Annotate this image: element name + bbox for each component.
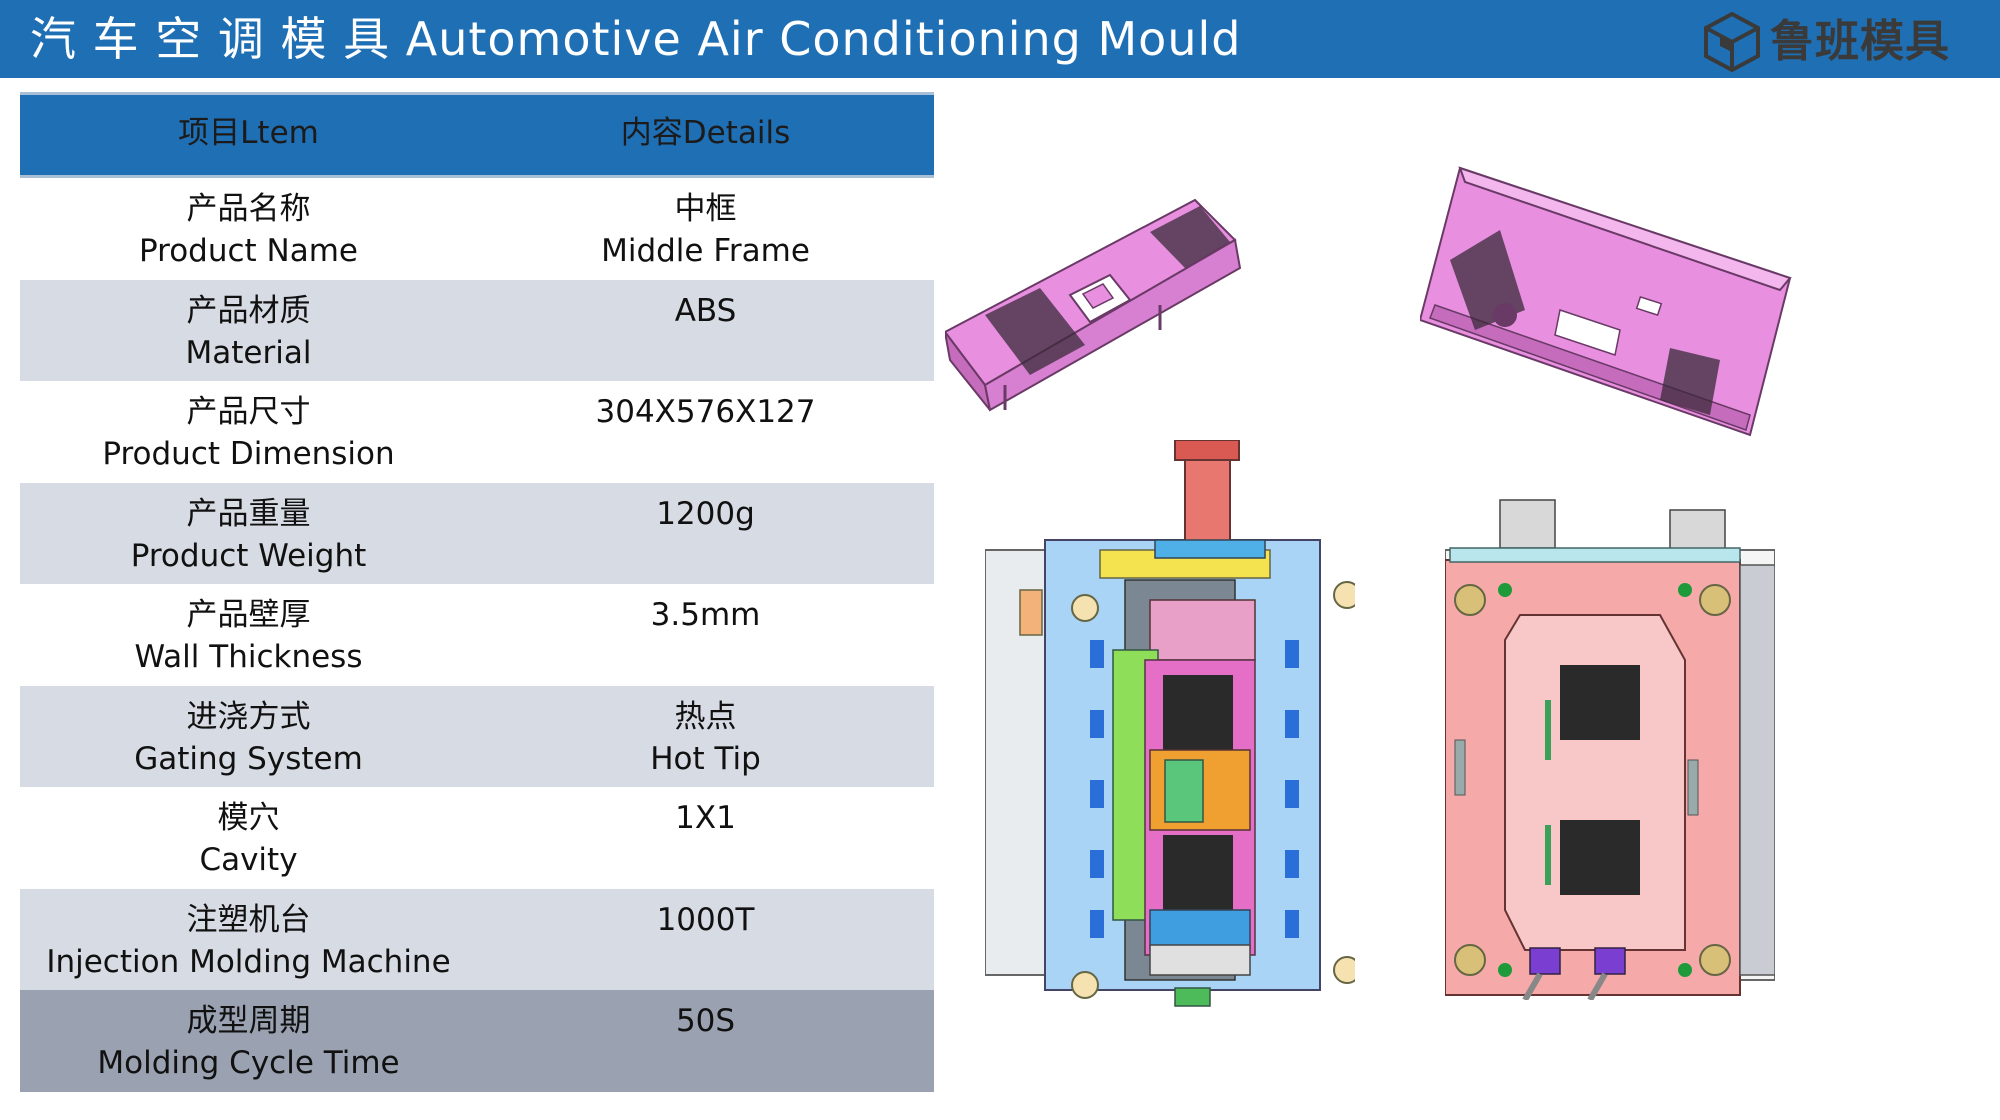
item-cn: 产品壁厚 — [186, 597, 311, 633]
item-en: Gating System — [134, 740, 363, 777]
item-cell: 产品尺寸 Product Dimension — [20, 381, 477, 483]
value-cell: 1200g — [477, 483, 934, 585]
brand-name: 鲁班模具 — [1770, 16, 1950, 67]
item-en: Material — [185, 334, 312, 371]
item-cn: 产品重量 — [186, 495, 311, 532]
item-cn: 进浇方式 — [186, 698, 311, 735]
value-cn: 1200g — [656, 495, 755, 532]
item-en: Product Weight — [130, 537, 367, 574]
table-row: 产品尺寸 Product Dimension 304X576X127 — [20, 381, 934, 483]
value-en: Middle Frame — [601, 233, 810, 269]
value-cell: ABS — [477, 280, 934, 382]
item-en: Cavity — [199, 842, 298, 878]
column-header-details: 内容Details — [620, 115, 791, 151]
table-header: 项目Ltem 内容Details — [20, 95, 934, 178]
item-cn: 成型周期 — [186, 1003, 311, 1039]
item-en: Product Dimension — [102, 436, 395, 472]
mould-core-side — [985, 440, 1355, 1007]
column-header-item: 项目Ltem — [178, 115, 319, 151]
item-en: Injection Molding Machine — [46, 943, 451, 980]
value-cn: 3.5mm — [650, 597, 761, 633]
mould-cavity-side — [1445, 499, 1775, 1000]
table-row: 模穴 Cavity 1X1 — [20, 787, 934, 889]
page-title: 汽 车 空 调 模 具 Automotive Air Conditioning … — [30, 12, 1242, 66]
item-cn: 产品材质 — [186, 292, 311, 329]
value-cell: 中框 Middle Frame — [477, 178, 934, 280]
value-cn: 50S — [675, 1003, 736, 1039]
value-cell: 3.5mm — [477, 584, 934, 686]
value-cn: 1000T — [656, 901, 755, 938]
table-row: 产品名称 Product Name 中框 Middle Frame — [20, 178, 934, 280]
item-cell: 注塑机台 Injection Molding Machine — [20, 889, 477, 991]
item-cn: 模穴 — [217, 800, 280, 836]
value-cn: ABS — [674, 292, 737, 329]
item-en: Molding Cycle Time — [97, 1045, 400, 1081]
item-cn: 注塑机台 — [186, 901, 311, 938]
value-cn: 中框 — [674, 191, 737, 227]
spec-table: 项目Ltem 内容Details 产品名称 Product Name 中框 Midd… — [20, 92, 934, 1092]
item-en: Wall Thickness — [134, 639, 363, 675]
item-cell: 产品壁厚 Wall Thickness — [20, 584, 477, 686]
value-cn: 1X1 — [675, 800, 736, 836]
value-cn: 304X576X127 — [595, 394, 816, 430]
item-cn: 产品尺寸 — [186, 394, 311, 430]
product-render-back — [1420, 166, 1792, 437]
value-cell: 热点 Hot Tip — [477, 686, 934, 788]
cube-logo-icon — [1704, 11, 1760, 73]
brand-logo: 鲁班模具 — [1702, 10, 1986, 74]
item-cell: 产品名称 Product Name — [20, 178, 477, 280]
value-cell: 50S — [477, 990, 934, 1092]
value-en: Hot Tip — [650, 740, 761, 777]
value-cn: 热点 — [674, 698, 737, 735]
product-render-front — [945, 198, 1242, 412]
value-cell: 1000T — [477, 889, 934, 991]
item-cell: 进浇方式 Gating System — [20, 686, 477, 788]
table-row: 成型周期 Molding Cycle Time 50S — [20, 990, 934, 1092]
item-en: Product Name — [138, 233, 358, 269]
item-cell: 产品材质 Material — [20, 280, 477, 382]
item-cell: 产品重量 Product Weight — [20, 483, 477, 585]
table-row: 产品重量 Product Weight 1200g — [20, 482, 934, 585]
item-cn: 产品名称 — [186, 191, 311, 227]
value-cell: 1X1 — [477, 787, 934, 889]
table-row: 进浇方式 Gating System 热点 Hot Tip — [20, 685, 934, 788]
table-row: 注塑机台 Injection Molding Machine 1000T — [20, 888, 934, 991]
value-cell: 304X576X127 — [477, 381, 934, 483]
table-row: 产品壁厚 Wall Thickness 3.5mm — [20, 584, 934, 686]
table-row: 产品材质 Material ABS — [20, 279, 934, 382]
item-cell: 成型周期 Molding Cycle Time — [20, 990, 477, 1092]
item-cell: 模穴 Cavity — [20, 787, 477, 889]
header-bar: 汽 车 空 调 模 具 Automotive Air Conditioning … — [0, 0, 2000, 78]
